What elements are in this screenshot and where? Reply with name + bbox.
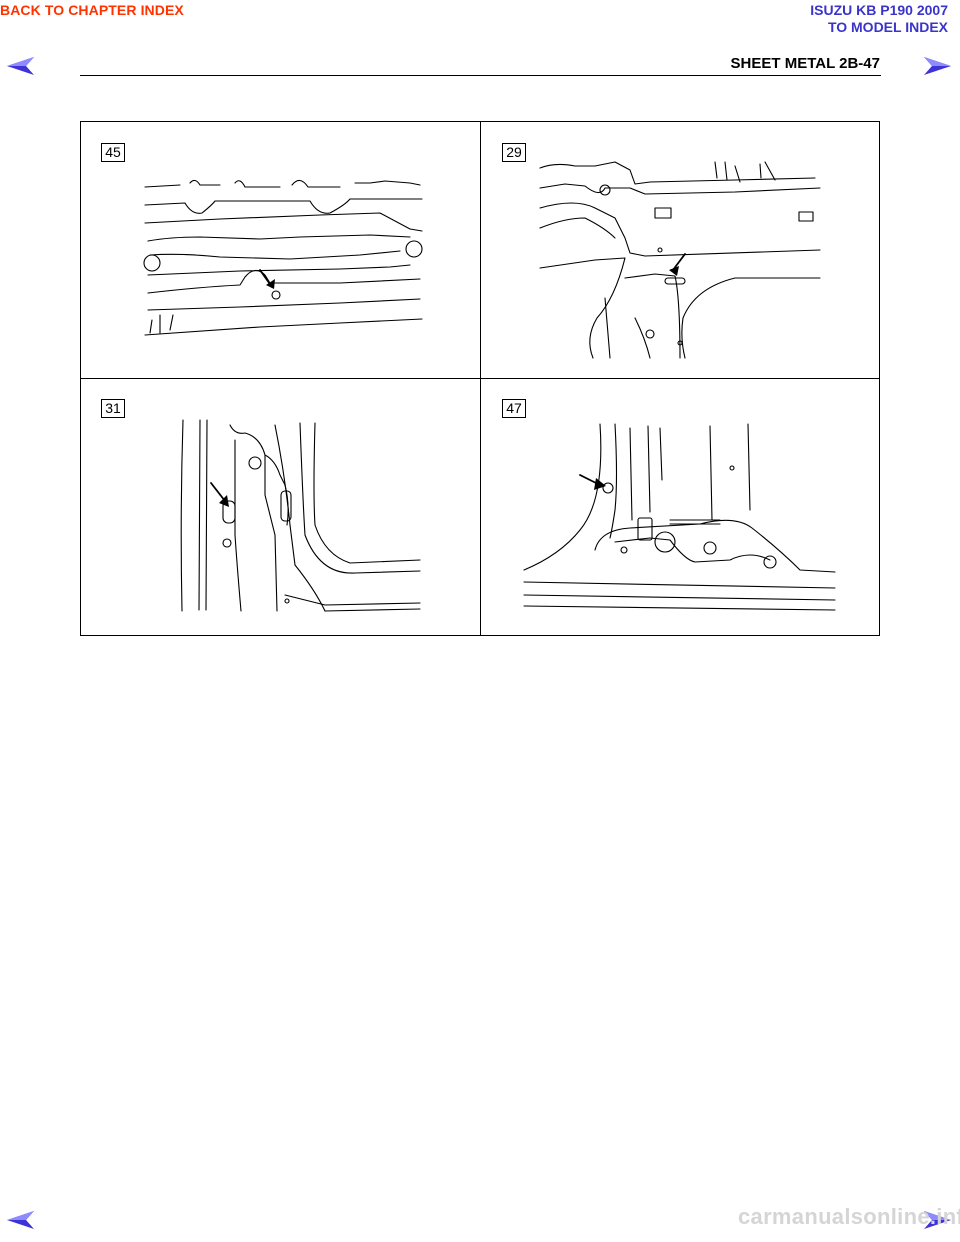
next-page-arrow-bottom-icon[interactable] xyxy=(922,1210,952,1230)
back-to-chapter-index-link[interactable]: BACK TO CHAPTER INDEX xyxy=(0,2,184,18)
grid-divider-horizontal xyxy=(80,378,880,379)
figure-29-illustration xyxy=(539,161,821,359)
prev-page-arrow-icon[interactable] xyxy=(6,56,36,76)
model-title-link[interactable]: ISUZU KB P190 2007 xyxy=(810,2,948,18)
model-index-links: ISUZU KB P190 2007 TO MODEL INDEX xyxy=(810,2,948,36)
prev-page-arrow-bottom-icon[interactable] xyxy=(6,1210,36,1230)
page-title: SHEET METAL 2B-47 xyxy=(730,55,880,72)
header-rule xyxy=(80,75,881,76)
figure-47-illustration xyxy=(523,423,836,611)
figure-tag-45: 45 xyxy=(101,143,125,162)
to-model-index-link[interactable]: TO MODEL INDEX xyxy=(827,19,948,35)
next-page-arrow-icon[interactable] xyxy=(922,56,952,76)
figure-31-illustration xyxy=(180,419,421,612)
watermark: carmanualsonline.info xyxy=(738,1204,960,1229)
figure-tag-31: 31 xyxy=(101,399,125,418)
figure-45-illustration xyxy=(143,179,423,336)
figure-tag-29: 29 xyxy=(502,143,526,162)
figure-tag-47: 47 xyxy=(502,399,526,418)
